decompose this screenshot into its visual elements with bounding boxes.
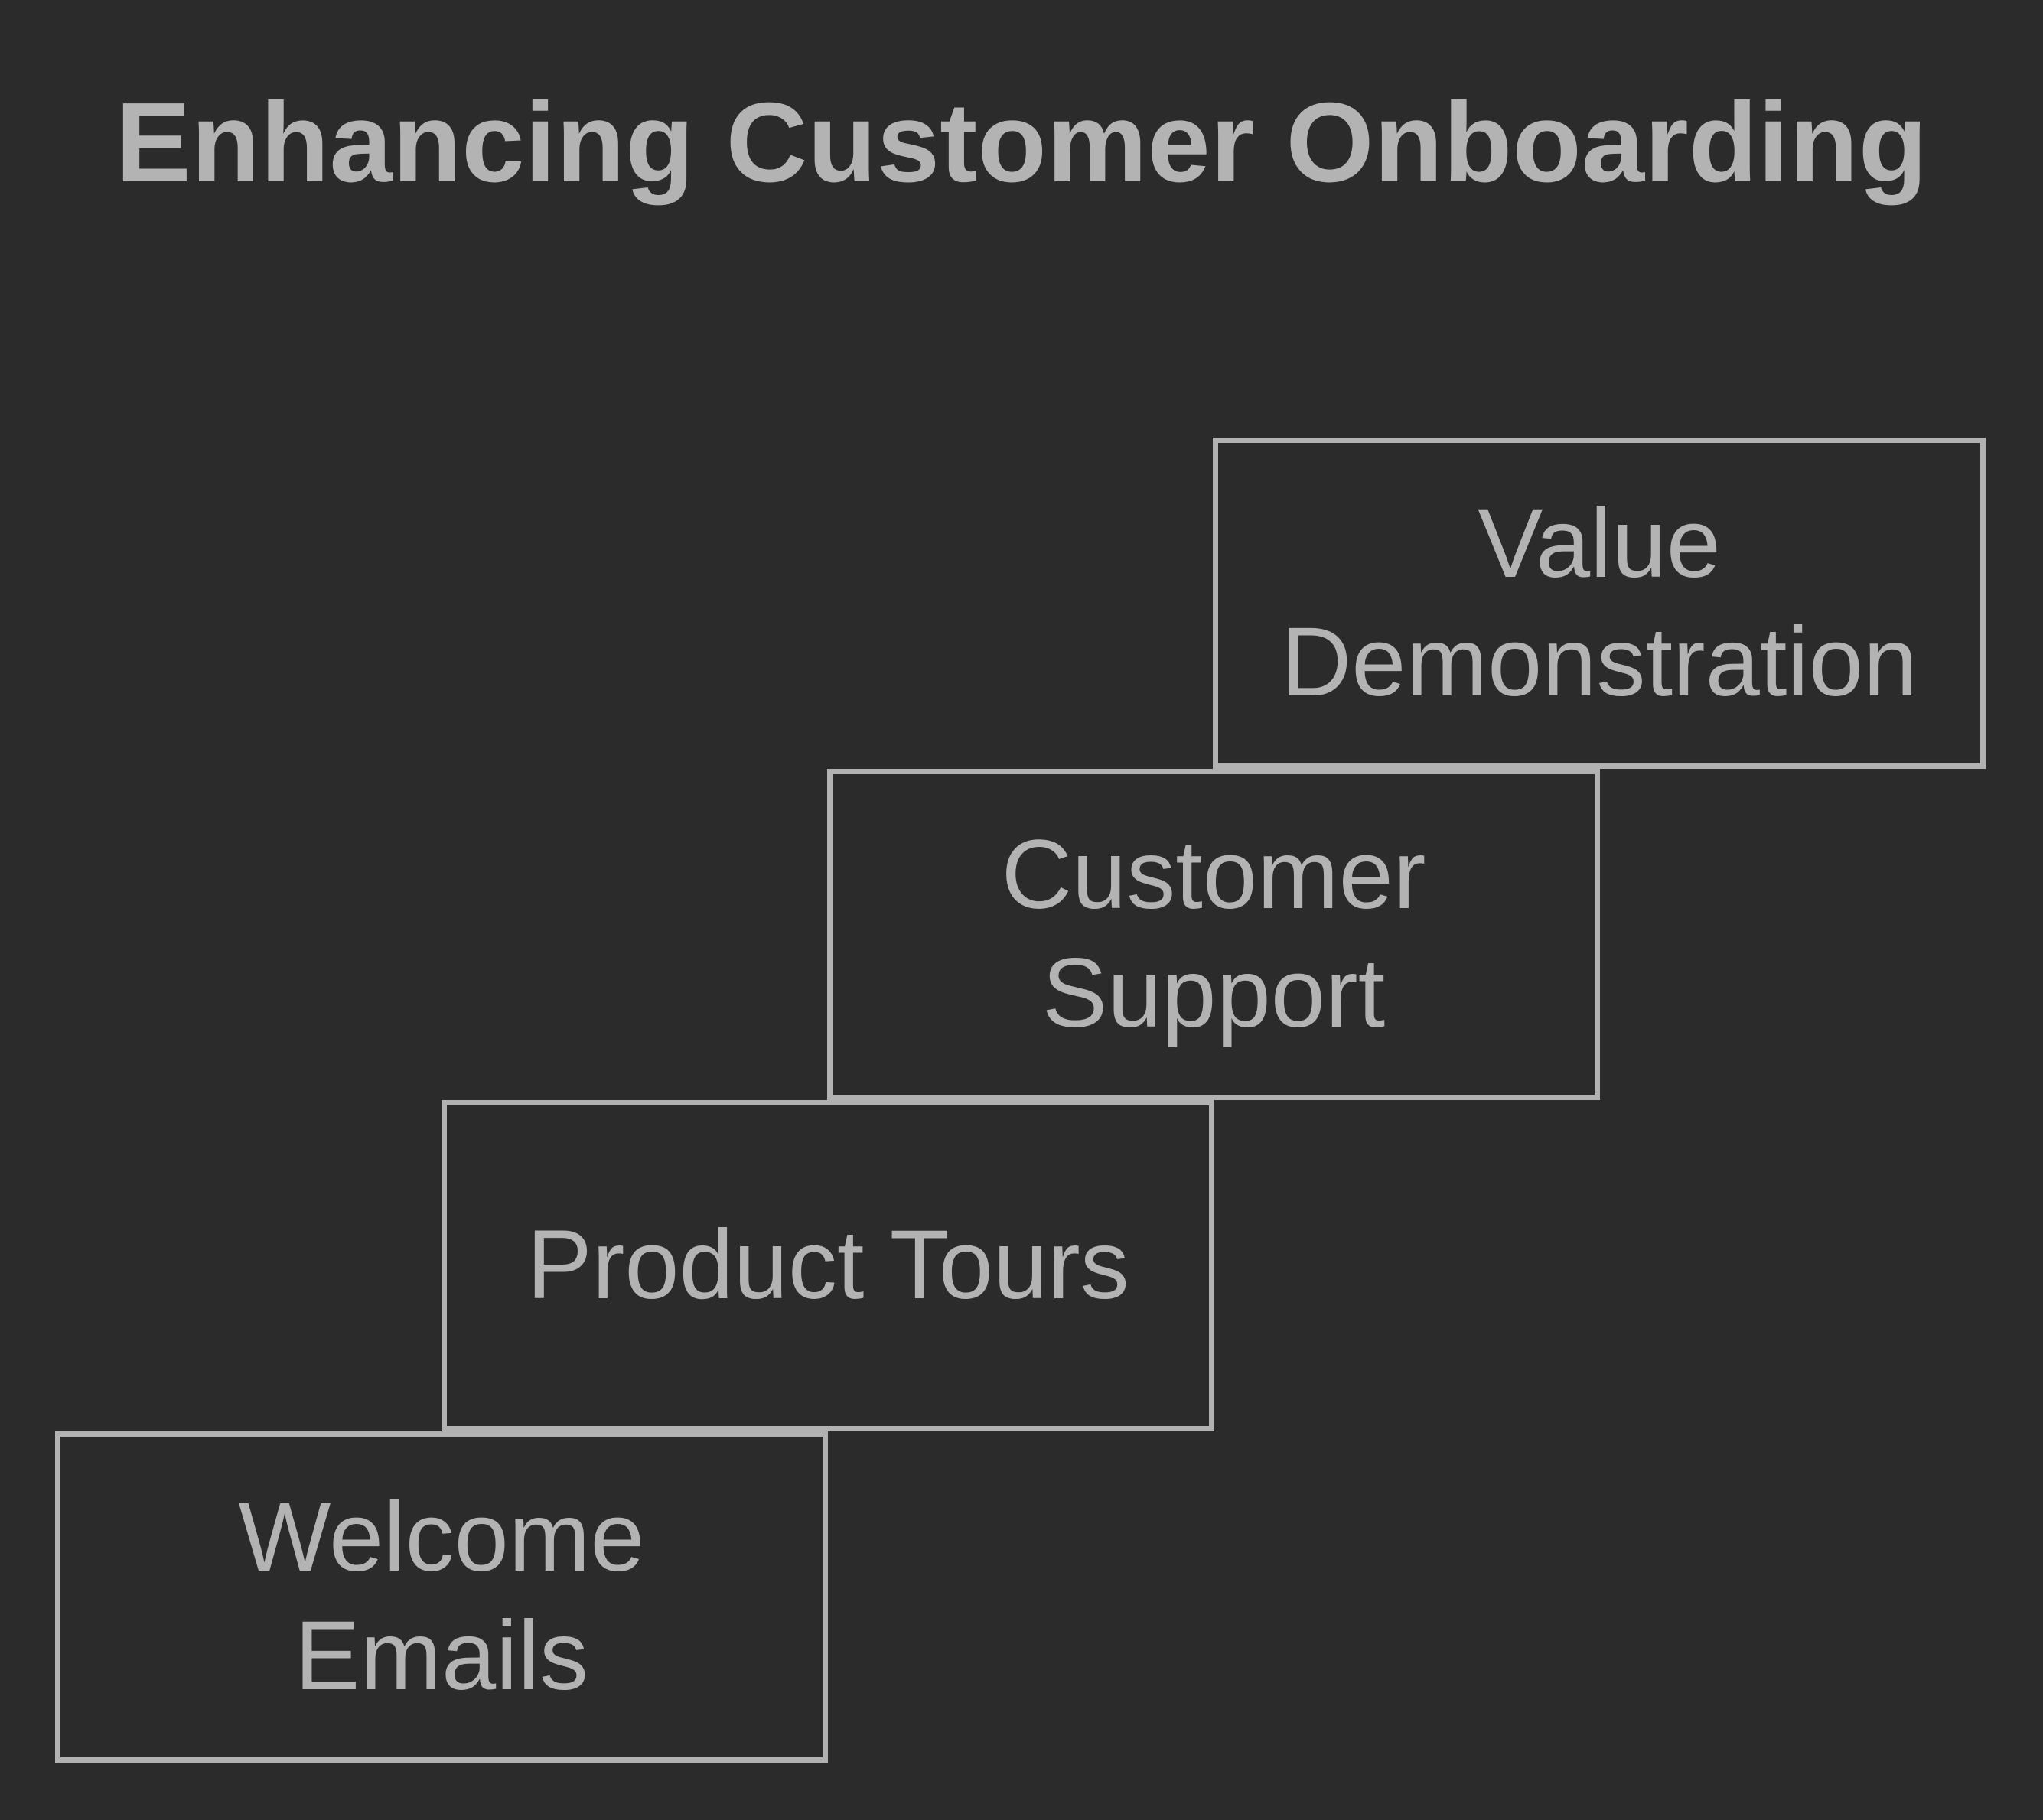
step-box-welcome-emails: Welcome Emails: [55, 1431, 828, 1763]
step-label-welcome-emails: Welcome Emails: [238, 1482, 645, 1711]
step-box-product-tours: Product Tours: [442, 1100, 1214, 1431]
diagram-title: Enhancing Customer Onboarding: [115, 80, 1928, 206]
step-label-customer-support: Customer Support: [1001, 819, 1426, 1048]
step-label-value-demonstration: Value Demonstration: [1280, 488, 1918, 717]
step-box-customer-support: Customer Support: [827, 769, 1600, 1100]
step-label-product-tours: Product Tours: [526, 1210, 1129, 1320]
step-box-value-demonstration: Value Demonstration: [1213, 438, 1986, 769]
